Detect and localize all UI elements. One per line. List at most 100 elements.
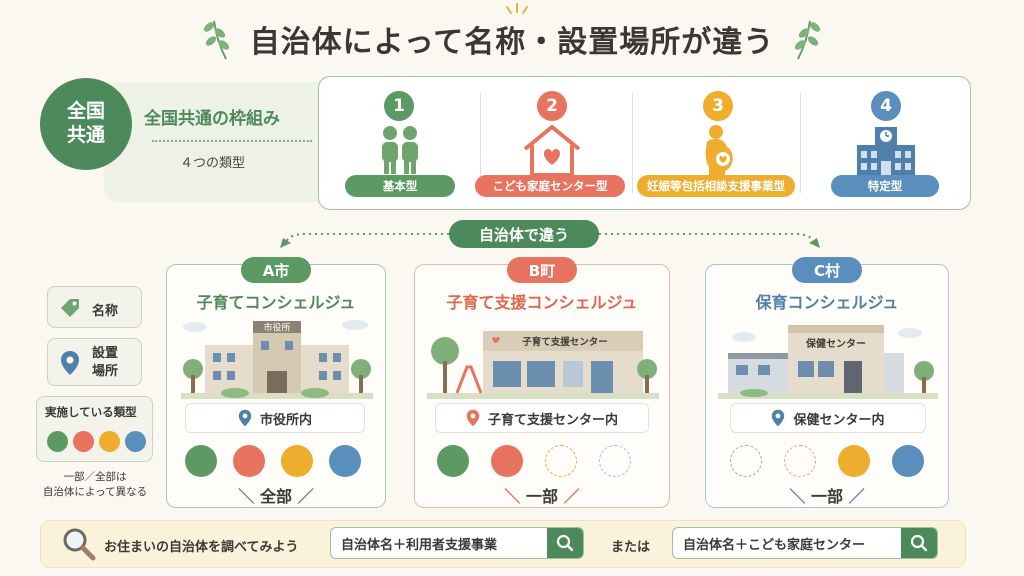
type-dot-specific <box>329 445 361 477</box>
municipality-tag: B町 <box>507 257 577 283</box>
legend-types-label: 実施している類型 <box>45 405 137 419</box>
childcare-center-illustration: 子育て支援センター <box>427 331 659 399</box>
type-number: 3 <box>703 91 733 121</box>
implemented-types <box>730 445 924 477</box>
four-types-panel: 1 基本型 2 こども家庭センター型 3 妊娠等包括相談支援事業型 <box>318 76 971 210</box>
type-dot-yellow <box>99 431 120 452</box>
service-name: 子育てコンシェルジュ <box>196 293 356 312</box>
location-pin-icon <box>466 409 480 427</box>
page-title-row: 自治体によって名称・設置場所が違う <box>0 14 1024 64</box>
legend-type-dots <box>47 431 146 452</box>
type-pregnancy-support: 3 妊娠等包括相談支援事業型 <box>633 77 801 211</box>
type-basic: 1 基本型 <box>319 77 481 211</box>
coverage-label: ＼ 一部 ／ <box>789 487 865 506</box>
municipality-tag: C村 <box>792 257 862 283</box>
coverage-label: ＼ 一部 ／ <box>504 487 580 506</box>
location-pin-icon <box>238 409 252 427</box>
legend-place: 設置 場所 <box>47 338 142 386</box>
common-framework-subheading: ４つの類型 <box>180 156 246 171</box>
municipality-card-b: B町 子育て支援コンシェルジュ 子育て支援センター 子育て支援センター内 ＼ 一… <box>414 257 670 508</box>
coverage-label: ＼ 全部 ／ <box>238 487 314 506</box>
legend-types: 実施している類型 <box>36 396 153 462</box>
two-children-icon <box>382 126 418 174</box>
building-sign: 子育て支援センター <box>522 336 608 348</box>
coverage-text: 全部 <box>259 487 292 506</box>
search-field-2[interactable]: 自治体名＋こども家庭センター <box>672 527 938 559</box>
building-sign: 保健センター <box>805 337 866 350</box>
type-dot-pregnancy-empty <box>545 445 577 477</box>
type-label: 妊娠等包括相談支援事業型 <box>637 175 795 197</box>
service-name: 子育て支援コンシェルジュ <box>446 293 638 312</box>
type-dot-specific <box>892 445 924 477</box>
common-framework-band <box>104 82 344 202</box>
search-button-1[interactable] <box>547 528 583 558</box>
location-pin-icon <box>61 351 79 375</box>
location-box: 子育て支援センター内 <box>435 403 649 433</box>
leaf-sprig-right-icon <box>795 20 821 60</box>
type-number: 2 <box>537 91 567 121</box>
badge-line-1: 全国 <box>66 100 105 123</box>
location-box: 市役所内 <box>185 403 365 433</box>
type-dot-specific-empty <box>599 445 631 477</box>
implemented-types <box>185 445 361 477</box>
type-label: こども家庭センター型 <box>475 175 625 197</box>
municipality-tag: A市 <box>241 257 311 283</box>
government-building-icon <box>857 127 915 177</box>
type-dot-basic <box>185 445 217 477</box>
legend-name: 名称 <box>47 286 142 328</box>
location-pin-icon <box>772 409 785 427</box>
coverage-text: 一部 <box>525 487 558 506</box>
tag-icon <box>61 299 79 317</box>
type-dot-red <box>73 431 94 452</box>
type-dot-pregnancy <box>281 445 313 477</box>
search-icon <box>910 534 928 552</box>
common-framework-heading: 全国共通の枠組み <box>144 109 280 129</box>
type-dot-basic-empty <box>730 445 762 477</box>
type-dot-family-center <box>491 445 523 477</box>
type-specific: 4 特定型 <box>801 77 971 211</box>
type-dot-family-center-empty <box>784 445 816 477</box>
house-heart-icon <box>523 125 581 177</box>
sun-rays-icon <box>506 3 528 14</box>
or-label: または <box>611 540 651 555</box>
search-query-1: 自治体名＋利用者支援事業 <box>341 537 498 553</box>
location-text: 市役所内 <box>259 412 312 428</box>
type-number: 4 <box>871 91 901 121</box>
type-dot-basic <box>437 445 469 477</box>
location-text: 保健センター内 <box>793 412 885 428</box>
dotted-divider <box>152 140 312 142</box>
search-button-2[interactable] <box>901 528 937 558</box>
location-text: 子育て支援センター内 <box>487 412 618 428</box>
municipality-card-a: A市 子育てコンシェルジュ 市役所 市役所内 ＼ 全部 ／ <box>166 257 386 508</box>
type-label: 特定型 <box>831 175 939 197</box>
legend-name-label: 名称 <box>92 304 119 319</box>
implemented-types <box>437 445 631 477</box>
health-center-illustration: 保健センター <box>718 325 938 399</box>
type-dot-green <box>47 431 68 452</box>
legend-note-line-2: 自治体によって異なる <box>42 486 148 499</box>
search-icon <box>556 534 574 552</box>
divergence-arrows <box>280 233 820 248</box>
type-family-center: 2 こども家庭センター型 <box>469 77 633 211</box>
type-label: 基本型 <box>345 175 455 197</box>
municipality-card-c: C村 保育コンシェルジュ 保健センター 保健センター内 ＼ 一部 ／ <box>705 257 949 508</box>
legend-place-label: 設置 場所 <box>92 345 118 380</box>
badge-line-2: 共通 <box>66 124 105 146</box>
search-query-2: 自治体名＋こども家庭センター <box>683 537 866 553</box>
leaf-sprig-left-icon <box>203 20 229 60</box>
location-box: 保健センター内 <box>730 403 926 433</box>
legend-place-line-1: 設置 <box>92 346 119 361</box>
search-prompt: お住まいの自治体を調べてみよう <box>104 540 299 555</box>
type-number: 1 <box>384 91 414 121</box>
magnifier-icon <box>63 528 96 561</box>
legend-place-line-2: 場所 <box>92 363 119 379</box>
pregnant-woman-icon <box>705 125 733 177</box>
legend-note: 一部／全部は 自治体によって異なる <box>24 470 166 500</box>
service-name: 保育コンシェルジュ <box>755 293 899 312</box>
page-title: 自治体によって名称・設置場所が違う <box>249 25 775 60</box>
type-dot-family-center <box>233 445 265 477</box>
city-hall-illustration: 市役所 <box>181 320 373 399</box>
coverage-text: 一部 <box>810 487 843 506</box>
search-field-1[interactable]: 自治体名＋利用者支援事業 <box>330 527 584 559</box>
building-sign: 市役所 <box>263 322 290 334</box>
